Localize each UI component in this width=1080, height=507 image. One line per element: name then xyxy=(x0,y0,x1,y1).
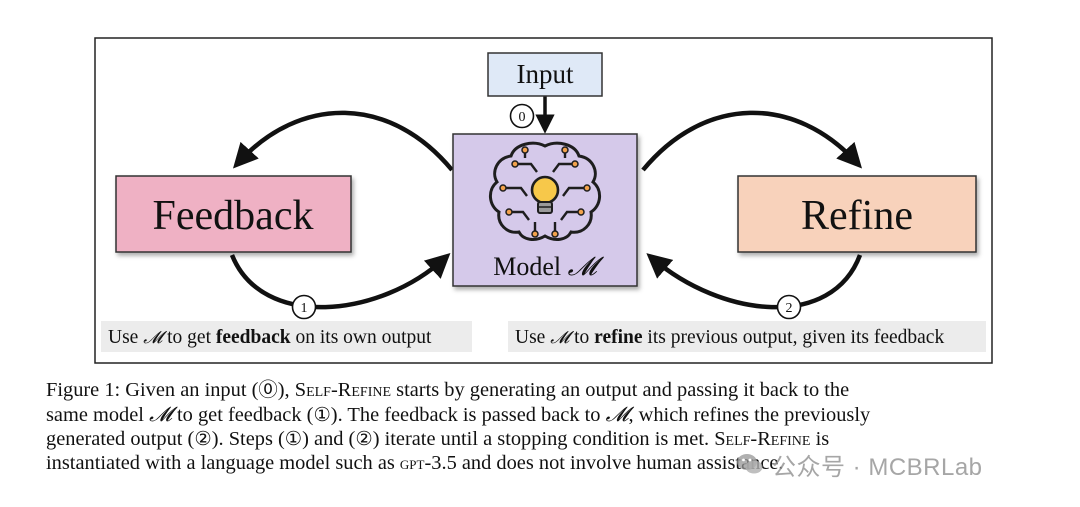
svg-text:2: 2 xyxy=(786,301,793,316)
caption-line-2: same model 𝓜 to get feedback (①). The fe… xyxy=(46,402,871,426)
svg-text:Use 𝓜 to refine its previous: Use 𝓜 to refine its previous output, giv… xyxy=(515,327,944,348)
step-marker-0: 0 xyxy=(509,103,535,129)
step-marker-1: 1 xyxy=(291,294,317,320)
caption-line-1: Figure 1: Given an input (⓪), Self-Refin… xyxy=(46,378,850,401)
input-label: Input xyxy=(517,59,574,89)
caption-line-3: generated output (②). Steps (①) and (②) … xyxy=(46,427,830,450)
arrow-feedback-to-model xyxy=(229,252,451,310)
svg-text:Use 𝓜 to get feedback on its: Use 𝓜 to get feedback on its own output xyxy=(108,327,432,348)
refine-node: Refine xyxy=(737,175,977,253)
svg-text:0: 0 xyxy=(519,110,526,125)
step-marker-2: 2 xyxy=(776,294,802,320)
input-node: Input xyxy=(487,52,603,97)
refine-label: Refine xyxy=(801,193,913,239)
arrow-refine-to-model xyxy=(646,253,863,310)
arrow-model-to-refine xyxy=(641,110,863,172)
feedback-node: Feedback xyxy=(115,175,352,253)
arrow-model-to-feedback xyxy=(232,110,454,172)
feedback-description: Use 𝓜 to get feedback on its own output xyxy=(101,321,472,352)
model-node: Model 𝓜 xyxy=(452,133,638,287)
model-label: Model 𝓜 xyxy=(493,252,604,282)
brain-lightbulb-icon xyxy=(489,141,601,241)
caption-line-4: instantiated with a language model such … xyxy=(46,452,784,474)
feedback-label: Feedback xyxy=(153,193,314,239)
figure-caption: Figure 1: Given an input (⓪), Self-Refin… xyxy=(46,378,1046,476)
svg-text:1: 1 xyxy=(301,301,308,316)
refine-description: Use 𝓜 to refine its previous output, giv… xyxy=(508,321,986,352)
